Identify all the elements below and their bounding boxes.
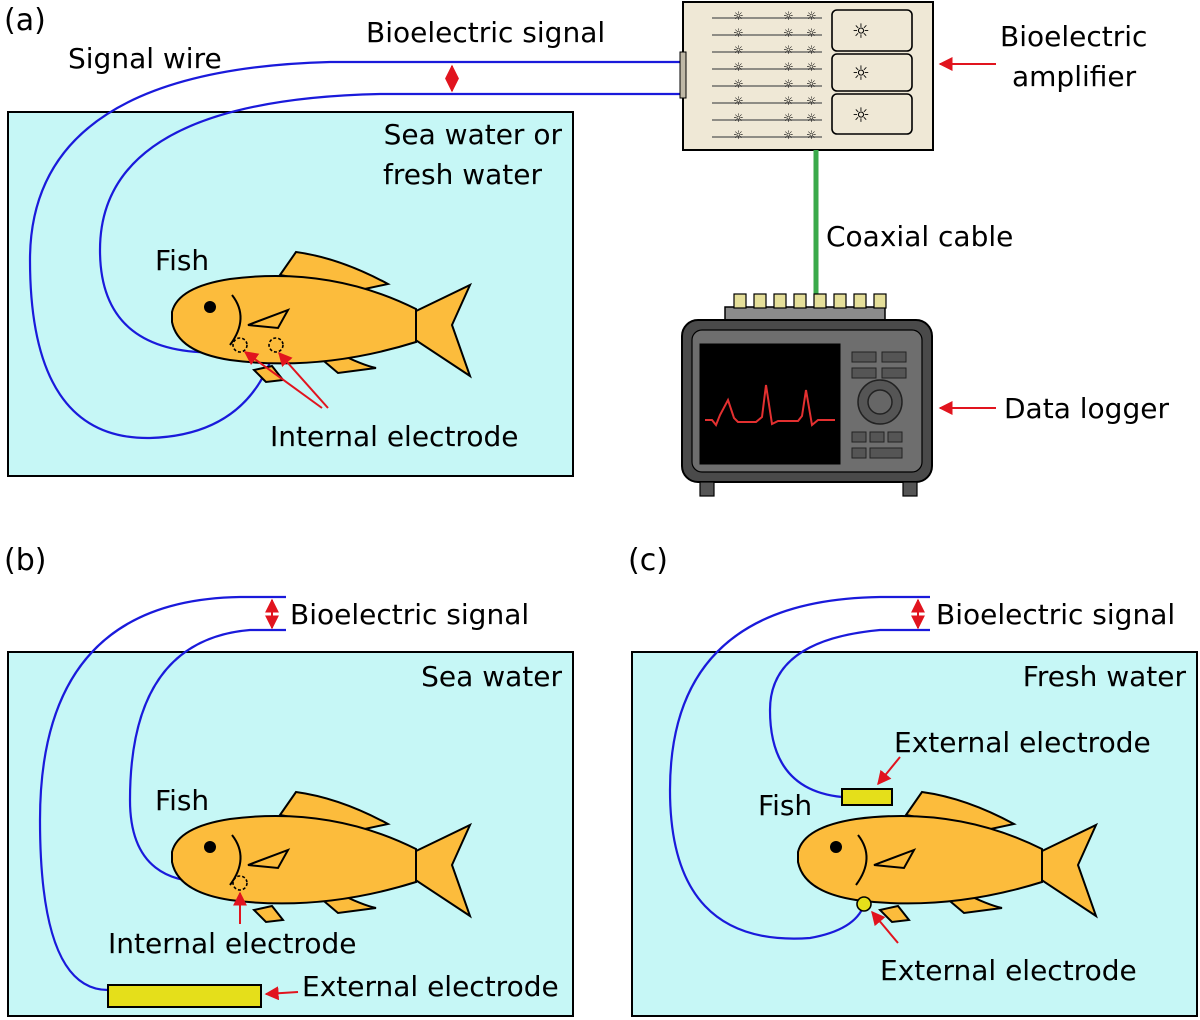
panel-a-signal-wire-inner — [98, 92, 683, 354]
svg-text:☼: ☼ — [852, 61, 870, 85]
panel-c-bioelectric-signal-label: Bioelectric signal — [936, 598, 1175, 631]
panel-a-water-label-1: Sea water or — [384, 118, 563, 151]
bioelectric-amplifier: ☼ ☼ ☼ ☼ ☼ ☼ ☼ ☼ ☼ ☼ ☼ ☼ ☼ ☼ ☼ ☼ ☼ ☼ ☼ ☼ ☼ ☼ ☼ ☼ ☼ ☼ ☼ — [679, 1, 934, 151]
svg-text:☼: ☼ — [733, 9, 744, 23]
svg-text:☼: ☼ — [806, 9, 817, 23]
svg-text:☼: ☼ — [852, 103, 870, 127]
panel-c-wire-inner — [768, 628, 930, 799]
panel-c-water-label: Fresh water — [1023, 660, 1187, 693]
svg-text:☼: ☼ — [806, 77, 817, 91]
panel-b-external-electrode-arrow — [264, 986, 299, 1001]
panel-b-label: (b) — [4, 543, 46, 578]
panel-a-electrode-arrow-1 — [243, 351, 323, 409]
panel-c-external-electrode-top-label: External electrode — [894, 726, 1151, 759]
svg-text:☼: ☼ — [852, 19, 870, 43]
svg-text:☼: ☼ — [783, 128, 794, 142]
coaxial-cable-label: Coaxial cable — [826, 220, 1013, 253]
panel-a-internal-electrode-2 — [268, 337, 284, 353]
panel-b-water-label: Sea water — [421, 660, 562, 693]
panel-c-top-electrode-arrow — [877, 756, 901, 786]
panel-b-wire-inner — [128, 628, 286, 884]
panel-b-bioelectric-signal-label: Bioelectric signal — [290, 598, 529, 631]
svg-text:☼: ☼ — [806, 26, 817, 40]
svg-text:☼: ☼ — [733, 60, 744, 74]
panel-a-fish-label: Fish — [155, 244, 209, 277]
svg-text:☼: ☼ — [783, 60, 794, 74]
svg-text:☼: ☼ — [783, 9, 794, 23]
svg-text:☼: ☼ — [806, 43, 817, 57]
panel-c-label: (c) — [628, 543, 668, 578]
data-logger-label: Data logger — [1004, 392, 1169, 425]
panel-c-wire-outer — [668, 595, 930, 940]
svg-text:☼: ☼ — [783, 94, 794, 108]
svg-text:☼: ☼ — [783, 26, 794, 40]
panel-c-fish-label: Fish — [758, 789, 812, 822]
panel-a-internal-electrode-label: Internal electrode — [270, 420, 518, 453]
panel-a-label: (a) — [4, 3, 46, 38]
panel-a-internal-electrode-1 — [232, 337, 248, 353]
panel-a-signal-wire-outer — [28, 60, 683, 440]
svg-text:☼: ☼ — [733, 43, 744, 57]
amplifier-label-1: Bioelectric — [1000, 20, 1147, 53]
svg-text:☼: ☼ — [806, 94, 817, 108]
panel-b-internal-electrode-label: Internal electrode — [108, 927, 356, 960]
amplifier-label-2: amplifier — [1012, 60, 1137, 93]
panel-b-fish-label: Fish — [155, 784, 209, 817]
svg-text:☼: ☼ — [806, 111, 817, 125]
panel-c-external-electrode-bottom — [856, 896, 872, 912]
screen-trace — [705, 384, 835, 427]
panel-c-external-electrode-bottom-label: External electrode — [880, 954, 1137, 987]
svg-text:☼: ☼ — [733, 94, 744, 108]
panel-a-signal-wire-label: Signal wire — [68, 42, 222, 75]
panel-a-bioelectric-signal-label: Bioelectric signal — [366, 16, 605, 49]
svg-text:☼: ☼ — [783, 77, 794, 91]
svg-text:☼: ☼ — [806, 60, 817, 74]
panel-b-external-electrode-label: External electrode — [302, 970, 559, 1003]
svg-text:☼: ☼ — [733, 128, 744, 142]
svg-text:☼: ☼ — [733, 26, 744, 40]
svg-text:☼: ☼ — [806, 128, 817, 142]
panel-b-internal-electrode — [232, 875, 248, 891]
panel-b-external-electrode — [107, 984, 262, 1008]
svg-text:☼: ☼ — [733, 77, 744, 91]
panel-c-external-electrode-top — [841, 788, 893, 806]
data-logger — [681, 293, 933, 497]
panel-a-water-label-2: fresh water — [383, 158, 542, 191]
panel-c-bottom-electrode-arrow — [871, 910, 899, 944]
panel-b-wire-outer — [38, 595, 286, 992]
svg-text:☼: ☼ — [733, 111, 744, 125]
svg-text:☼: ☼ — [783, 43, 794, 57]
svg-text:☼: ☼ — [783, 111, 794, 125]
panel-a-electrode-arrow-2 — [278, 351, 329, 409]
